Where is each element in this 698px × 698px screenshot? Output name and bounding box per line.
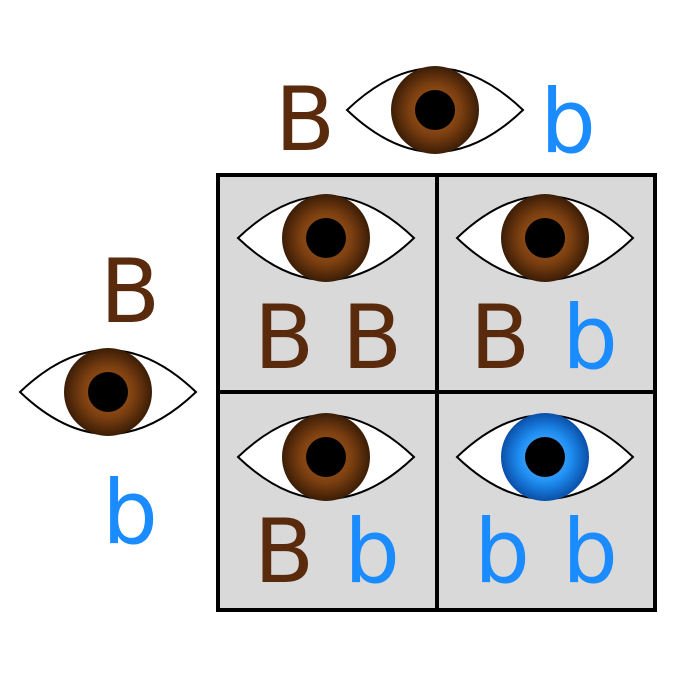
brown-eye-icon: [236, 413, 416, 501]
brown-eye-icon: [236, 194, 416, 282]
grid-cell-bottom-left: B b: [236, 413, 416, 603]
cell-allele-1: B: [470, 286, 530, 389]
brown-eye-icon: [18, 348, 198, 436]
top-parent-allele-dominant: B: [275, 68, 335, 171]
cell-allele-2: B: [342, 286, 402, 389]
left-parent-allele-dominant: B: [100, 240, 160, 343]
eye-pupil: [415, 90, 455, 130]
top-parent-allele-recessive: b: [540, 70, 596, 173]
cell-allele-2: b: [562, 286, 618, 389]
brown-eye-icon: [455, 194, 635, 282]
brown-eye-icon: [345, 66, 525, 154]
eye-pupil: [306, 437, 346, 477]
eye-pupil: [525, 218, 565, 258]
punnett-grid: B B B b B b b b: [216, 173, 657, 612]
cell-allele-1: b: [474, 500, 530, 603]
eye-pupil: [306, 218, 346, 258]
cell-allele-1: B: [254, 500, 314, 603]
top-parent: B b: [275, 66, 596, 173]
blue-eye-icon: [455, 413, 635, 501]
grid-cell-top-left: B B: [236, 194, 416, 389]
eye-pupil: [525, 437, 565, 477]
left-parent-allele-recessive: b: [102, 461, 158, 564]
left-parent: B b: [18, 240, 198, 564]
grid-cell-bottom-right: b b: [455, 413, 635, 603]
eye-pupil: [88, 372, 128, 412]
cell-allele-1: B: [254, 286, 314, 389]
cell-allele-2: b: [344, 500, 400, 603]
grid-cell-top-right: B b: [455, 194, 635, 389]
cell-allele-2: b: [562, 500, 618, 603]
